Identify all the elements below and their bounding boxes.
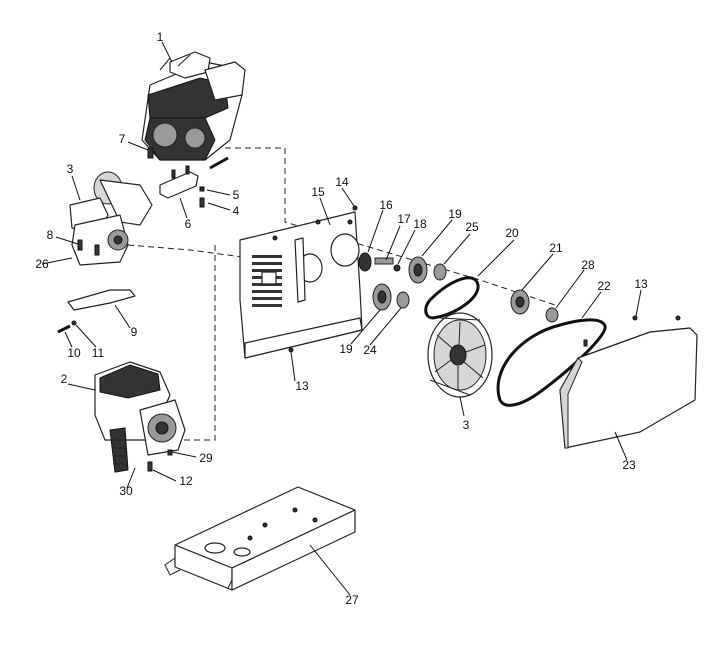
callout-21: 21 xyxy=(549,241,563,255)
key-17-part xyxy=(374,257,394,265)
screw-7-part xyxy=(147,147,154,159)
screw-14-part xyxy=(352,205,358,211)
callout-27: 27 xyxy=(345,593,359,607)
screw-13-part xyxy=(288,347,294,353)
callout-22: 22 xyxy=(597,279,611,293)
callout-30: 30 xyxy=(119,484,133,498)
screw-13c-part xyxy=(675,315,681,321)
bracket-6-part xyxy=(159,165,199,199)
belt-guard-23-part xyxy=(559,327,698,449)
callout-2: 2 xyxy=(61,372,68,386)
callout-24: 24 xyxy=(363,343,377,357)
callout-3-pulley: 3 xyxy=(463,418,470,432)
callout-13: 13 xyxy=(295,379,309,393)
bolt-4-part xyxy=(199,197,205,208)
callout-19-upper: 19 xyxy=(448,207,462,221)
callout-18: 18 xyxy=(413,217,427,231)
callout-29: 29 xyxy=(199,451,213,465)
callout-17: 17 xyxy=(397,212,411,226)
callout-23: 23 xyxy=(622,458,636,472)
callout-labels: 1 2 3 3 4 5 6 7 8 9 10 11 12 13 13 14 15… xyxy=(35,30,648,607)
screw-13b-part xyxy=(632,315,638,321)
belt-20-part xyxy=(424,276,480,320)
callout-15: 15 xyxy=(311,185,325,199)
pin-18-part xyxy=(393,264,401,272)
callout-20: 20 xyxy=(505,226,519,240)
callout-10: 10 xyxy=(67,346,81,360)
callout-6: 6 xyxy=(185,217,192,231)
callout-14: 14 xyxy=(335,175,349,189)
assembly-dashed-lines xyxy=(127,147,556,441)
callout-28: 28 xyxy=(581,258,595,272)
washer-11-part xyxy=(71,320,77,326)
callout-8: 8 xyxy=(47,228,54,242)
belt-22-part xyxy=(496,318,607,407)
bushing-25-part xyxy=(433,263,447,281)
callout-9: 9 xyxy=(131,325,138,339)
base-frame-27-part xyxy=(164,486,356,591)
leader-lines xyxy=(41,41,642,596)
callout-26: 26 xyxy=(35,257,49,271)
plate-9-part xyxy=(67,289,136,311)
rod-part xyxy=(209,156,229,170)
callout-7: 7 xyxy=(119,132,126,146)
callout-11: 11 xyxy=(92,346,105,360)
pulley-19-lower-part xyxy=(372,283,392,311)
callout-5: 5 xyxy=(233,188,240,202)
washer-16-part xyxy=(358,252,372,272)
nut-5-part xyxy=(199,186,205,192)
screw-22-part xyxy=(583,339,588,347)
callout-19-lower: 19 xyxy=(339,342,353,356)
back-panel-15-part xyxy=(239,211,363,359)
generator-end-3-part xyxy=(69,171,153,266)
nut-28-part xyxy=(545,307,559,323)
callout-1: 1 xyxy=(157,30,164,44)
flywheel-pulley-3-part xyxy=(427,312,493,398)
callout-13-guard: 13 xyxy=(634,277,648,291)
generator-2-part xyxy=(94,361,186,473)
callout-3: 3 xyxy=(67,162,74,176)
pulley-19-upper-part xyxy=(408,256,428,284)
callout-4: 4 xyxy=(233,204,240,218)
callout-12: 12 xyxy=(179,474,193,488)
callout-16: 16 xyxy=(379,198,393,212)
bolt-10-part xyxy=(57,324,71,334)
engine-part xyxy=(141,51,246,161)
bushing-24-part xyxy=(396,291,410,309)
callout-25: 25 xyxy=(465,220,479,234)
pulley-21-part xyxy=(510,289,530,315)
